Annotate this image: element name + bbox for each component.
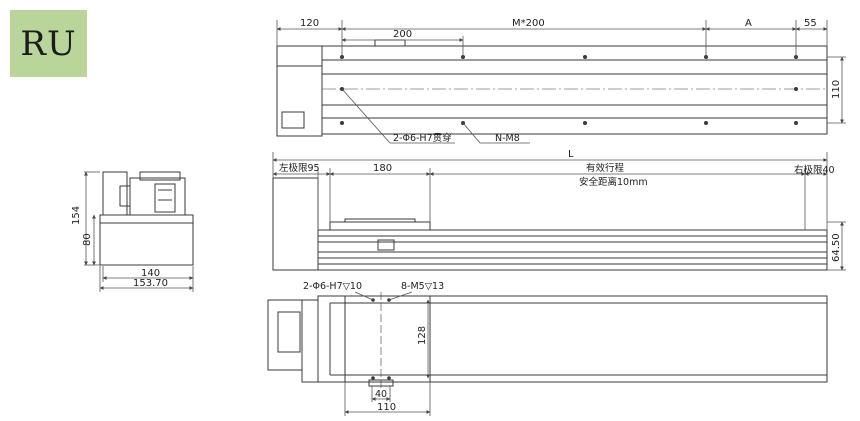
top-callout-pin-holes: 2-Φ6-H7贯穿 [393, 132, 452, 144]
side-dim-length: L [568, 149, 574, 160]
end-view [84, 171, 194, 292]
top-view [276, 20, 846, 144]
end-dim-154: 154 [71, 206, 82, 225]
side-dim-right-limit: 右极限40 [794, 164, 835, 176]
side-note-stroke: 有效行程 [586, 162, 625, 174]
top-dim-200: 200 [393, 29, 412, 40]
bottom-callout-thread-holes: 8-M5▽13 [401, 281, 444, 292]
top-dim-m200: M*200 [512, 18, 545, 29]
top-dim-110: 110 [831, 80, 842, 99]
side-dim-left-limit: 左极限95 [279, 162, 320, 174]
top-dim-55: 55 [804, 18, 817, 29]
bottom-view-motor [267, 299, 303, 371]
end-dim-153-70: 153.70 [133, 278, 168, 289]
badge-label: RU [20, 23, 77, 64]
side-note-safety: 安全距离10mm [579, 176, 648, 188]
bottom-dim-128: 128 [417, 326, 428, 345]
bottom-dim-110: 110 [377, 402, 396, 413]
end-dim-80: 80 [82, 233, 93, 246]
bottom-view-carriage [344, 295, 431, 383]
side-dim-180: 180 [373, 163, 392, 174]
side-view-carriage [329, 221, 431, 231]
end-view-motor [102, 171, 128, 216]
side-view-motor [272, 177, 319, 271]
side-view [272, 152, 846, 271]
bottom-view-rail [317, 295, 828, 383]
bottom-view [267, 291, 828, 416]
side-dim-height: 64.50 [831, 233, 842, 262]
top-callout-mount-holes: N-M8 [495, 133, 520, 144]
end-dim-140: 140 [141, 268, 160, 279]
ru-badge: RU [10, 10, 87, 77]
top-dim-a: A [745, 18, 752, 29]
side-view-rail [317, 229, 828, 271]
top-view-rail [321, 45, 828, 135]
top-view-motor [276, 45, 323, 137]
bottom-dim-40: 40 [375, 389, 387, 400]
top-dim-120: 120 [300, 18, 319, 29]
bottom-callout-pin-holes: 2-Φ6-H7▽10 [303, 281, 362, 292]
